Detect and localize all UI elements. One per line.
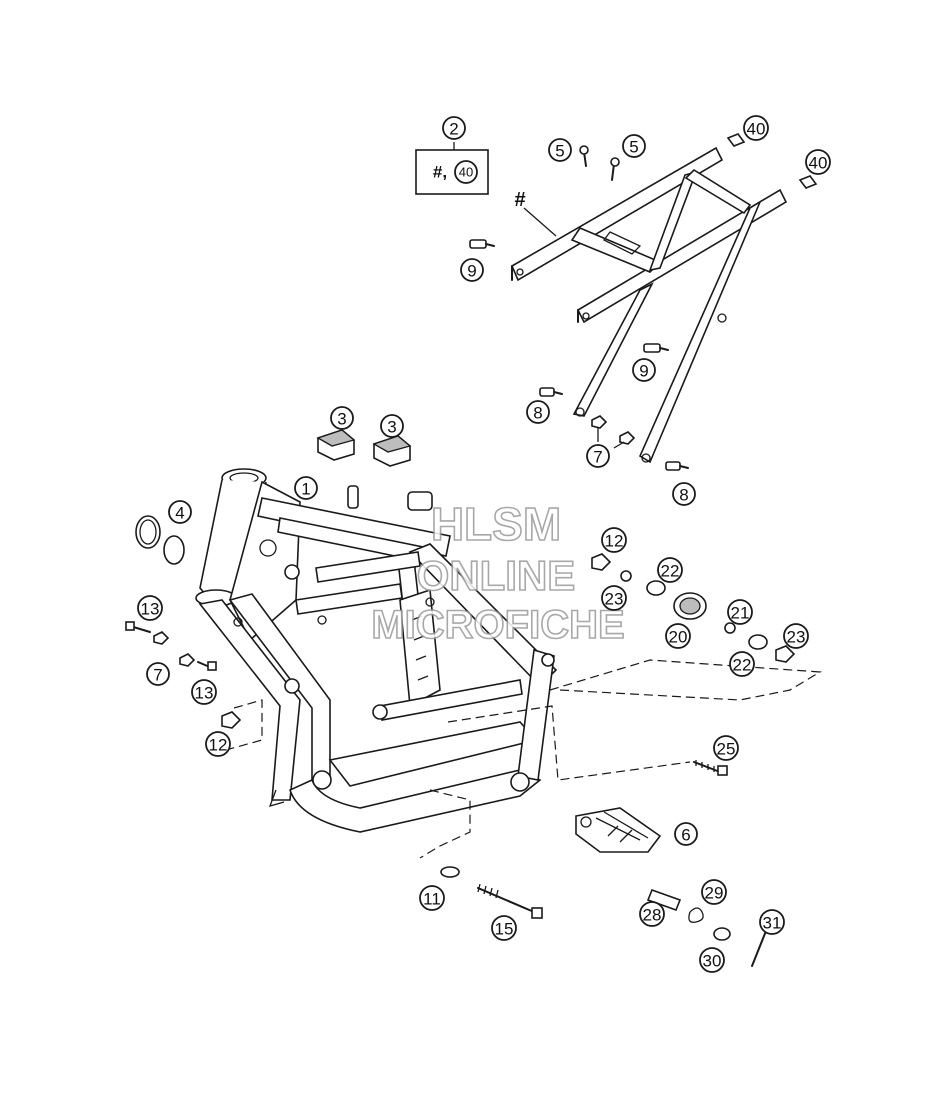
callout-number-c9b: 9 (639, 362, 648, 381)
rubber-pads (316, 429, 412, 467)
callout-number-c31: 31 (763, 914, 782, 933)
callout-circle-c22b (729, 651, 755, 677)
callout-circle-c3b (380, 414, 404, 438)
watermark-line-2: ONLINE (417, 552, 576, 599)
callout-circle-c23a (601, 585, 627, 611)
callout-circle-c4 (168, 500, 192, 524)
callout-number-c9a: 9 (467, 262, 476, 281)
callout-number-c5a: 5 (555, 142, 564, 161)
callout-circle-c1 (294, 476, 318, 500)
callout-number-c7b: 7 (153, 666, 162, 685)
callout-number-c12a: 12 (209, 736, 228, 755)
callout-circle-c28 (639, 901, 665, 927)
callout-circle-c15 (491, 915, 517, 941)
callout-number-c12b: 12 (605, 532, 624, 551)
callout-circle-c8b (672, 482, 696, 506)
callout-circle-c40b (805, 149, 831, 175)
callout-number-c21: 21 (731, 604, 750, 623)
callout-circle-c31 (759, 909, 785, 935)
bolt-15 (440, 866, 543, 919)
callout-number-c20: 20 (669, 628, 688, 647)
left-fasteners (125, 621, 242, 729)
callout-circle-c22a (657, 557, 683, 583)
footpeg-pin-parts (646, 888, 769, 967)
callout-number-c3b: 3 (387, 418, 396, 437)
watermark: HLSM ONLINE MICROFICHE (371, 497, 626, 648)
bolt-25 (693, 760, 728, 776)
callout-number-c8b: 8 (679, 486, 688, 505)
callout-circle-c7b (146, 662, 170, 686)
callout-number-c6: 6 (681, 826, 690, 845)
subassembly-ref: 40 (459, 165, 473, 180)
callout-number-c40a: 40 (747, 120, 766, 139)
callout-number-c29: 29 (705, 884, 724, 903)
rear-subframe (510, 146, 788, 464)
callout-number-c8a: 8 (533, 404, 542, 423)
footpeg (575, 807, 662, 853)
callout-circle-c29 (701, 879, 727, 905)
callout-circle-c13a (137, 595, 163, 621)
callout-circle-c9b (632, 358, 656, 382)
subassembly-box: #, 40 (415, 142, 489, 195)
callout-number-c25: 25 (717, 740, 736, 759)
callout-circle-c25 (713, 735, 739, 761)
callout-number-c11: 11 (423, 890, 441, 909)
callout-number-c5b: 5 (629, 138, 638, 157)
watermark-line-3: MICROFICHE (371, 603, 624, 647)
callout-circle-c2 (442, 116, 466, 140)
callout-number-c15: 15 (495, 920, 514, 939)
callout-number-c30: 30 (703, 952, 722, 971)
callout-number-c1: 1 (301, 480, 310, 499)
frame-cap (135, 515, 185, 565)
callout-number-c23b: 23 (787, 628, 806, 647)
callout-circle-c30 (699, 947, 725, 973)
callout-number-c40b: 40 (809, 154, 828, 173)
watermark-line-1: HLSM (431, 498, 561, 550)
callout-number-c22b: 22 (733, 656, 752, 675)
callout-circle-c13b (191, 679, 217, 705)
callout-number-c13b: 13 (195, 684, 214, 703)
callout-circle-c5b (622, 134, 646, 158)
subassembly-hash: #, (433, 163, 447, 182)
callout-number-c7a: 7 (593, 448, 602, 467)
pivot-stack (591, 553, 796, 663)
callout-number-c2: 2 (449, 120, 458, 139)
callout-circle-c8a (526, 400, 550, 424)
callout-circle-c40a (743, 115, 769, 141)
callout-number-c3a: 3 (337, 410, 346, 429)
dashed-routing (225, 659, 822, 859)
callout-circle-c9a (460, 258, 484, 282)
callout-circle-c12b (601, 527, 627, 553)
callout-number-c23a: 23 (605, 590, 624, 609)
callout-circle-c23b (783, 623, 809, 649)
callout-number-c4: 4 (175, 504, 184, 523)
callout-circle-c21 (727, 599, 753, 625)
hash-label: # (514, 189, 525, 211)
callout-circle-c20 (665, 623, 691, 649)
callout-circle-c6 (674, 822, 698, 846)
subframe-fasteners (469, 133, 818, 471)
callout-number-c22a: 22 (661, 562, 680, 581)
callout-number-c13a: 13 (141, 600, 160, 619)
callout-circle-c3a (330, 406, 354, 430)
callout-circle-c12a (205, 731, 231, 757)
callout-circle-c11 (419, 885, 445, 911)
callout-circle-c7a (586, 444, 610, 468)
main-frame (195, 468, 558, 833)
callout-number-c28: 28 (643, 906, 662, 925)
callout-circle-c5a (548, 138, 572, 162)
